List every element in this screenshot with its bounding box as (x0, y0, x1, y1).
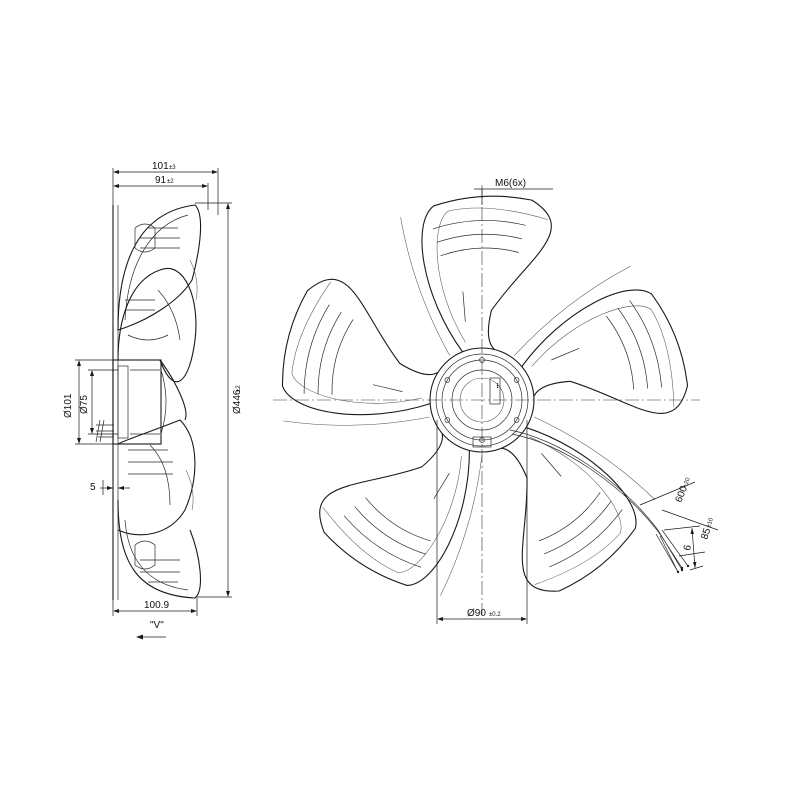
blade-rib (354, 506, 427, 555)
blade-contour-2 (531, 305, 675, 407)
svg-text:▪▪▪: ▪▪▪ (494, 383, 500, 389)
fan-blade-4 (319, 433, 470, 586)
outer-diameter-value: Ø446 (232, 389, 243, 414)
screw-label: M6(6x) (495, 178, 526, 189)
guard-spoke (283, 416, 430, 426)
strip-length-tolerance: ±10 (706, 517, 715, 529)
blade-rib (544, 500, 612, 555)
blade-contour-1 (436, 207, 548, 343)
motor-diameter-dimension: Ø101 (63, 359, 113, 445)
mounting-holes (444, 357, 520, 443)
cable: 600 +20 85 ±10 6 (509, 429, 719, 574)
mounting-hole (513, 417, 520, 423)
cable-length-tolerance: +20 (682, 476, 692, 488)
blade-rib (303, 304, 330, 394)
wire-strip-value: 6 (682, 544, 694, 552)
bottom-depth-dimension: 100.9 (112, 598, 198, 616)
fan-blade-2 (521, 289, 689, 414)
guard-spoke (514, 265, 631, 356)
blade-slot (433, 472, 450, 500)
motor-housing (95, 359, 167, 445)
overall-depth-value: 101 (152, 161, 169, 172)
blade-rib (538, 492, 601, 542)
blade-rib (617, 308, 648, 389)
offset-value: 5 (90, 482, 96, 493)
fan-blades (281, 195, 689, 596)
blade-depth-value: 91 (155, 175, 167, 186)
guard-spoke (400, 217, 450, 356)
bolt-circle-value: Ø90 (467, 608, 486, 619)
mounting-hole (513, 377, 520, 383)
blade-rib (440, 247, 519, 257)
fan-blade-1 (421, 195, 552, 353)
blade-rib (606, 315, 634, 390)
blade-rib (317, 311, 342, 395)
hub: ▪▪▪ (429, 347, 535, 453)
blade-rib (549, 509, 623, 568)
screw-callout: M6(6x) (474, 178, 553, 205)
bolt-circle-tolerance: ±0.2 (489, 612, 501, 618)
side-view: 101 ±3 91 ±2 Ø446 ±2 (63, 161, 243, 640)
outer-diameter-tolerance: ±2 (236, 385, 242, 392)
blade-depth-tolerance: ±2 (167, 179, 174, 185)
blade-rib (629, 300, 662, 388)
blade-depth-dimension: 91 ±2 (113, 175, 209, 210)
offset-dimension: 5 (90, 480, 130, 495)
hub-diameter-value: Ø75 (79, 395, 90, 414)
blade-rib (365, 497, 431, 542)
overall-depth-tolerance: ±3 (169, 165, 176, 171)
view-label: "V" (150, 620, 164, 631)
blade-slot (541, 453, 562, 477)
blade-rib (436, 233, 523, 243)
blade-rib (432, 220, 526, 230)
overall-depth-dimension: 101 ±3 (112, 161, 219, 215)
bolt-circle-dimension: Ø90 ±0.2 (436, 420, 528, 624)
front-view: ▪▪▪ M6(6x) Ø90 ±0.2 (273, 178, 719, 624)
blade-slot (462, 291, 466, 322)
bottom-depth-value: 100.9 (144, 600, 169, 611)
guard-spoke (534, 416, 656, 501)
strip-length-value: 85 (699, 527, 713, 541)
outer-diameter-dimension: Ø446 ±2 (195, 202, 243, 598)
fan-blade-5 (281, 278, 439, 416)
mounting-hole (444, 417, 451, 423)
blade-rib (343, 515, 422, 568)
side-blades (117, 204, 202, 599)
hub-diameter-dimension: Ø75 (79, 369, 118, 435)
mounting-hole (444, 377, 451, 383)
guard-spoke (440, 454, 483, 596)
blade-contour-5 (291, 281, 423, 404)
blade-slot (551, 348, 580, 361)
blade-rib (331, 319, 354, 395)
view-direction-label: "V" (136, 620, 166, 640)
motor-diameter-value: Ø101 (63, 393, 74, 418)
mounting-hole (479, 437, 485, 443)
blade-slot (372, 384, 403, 392)
mounting-hole (479, 357, 485, 363)
